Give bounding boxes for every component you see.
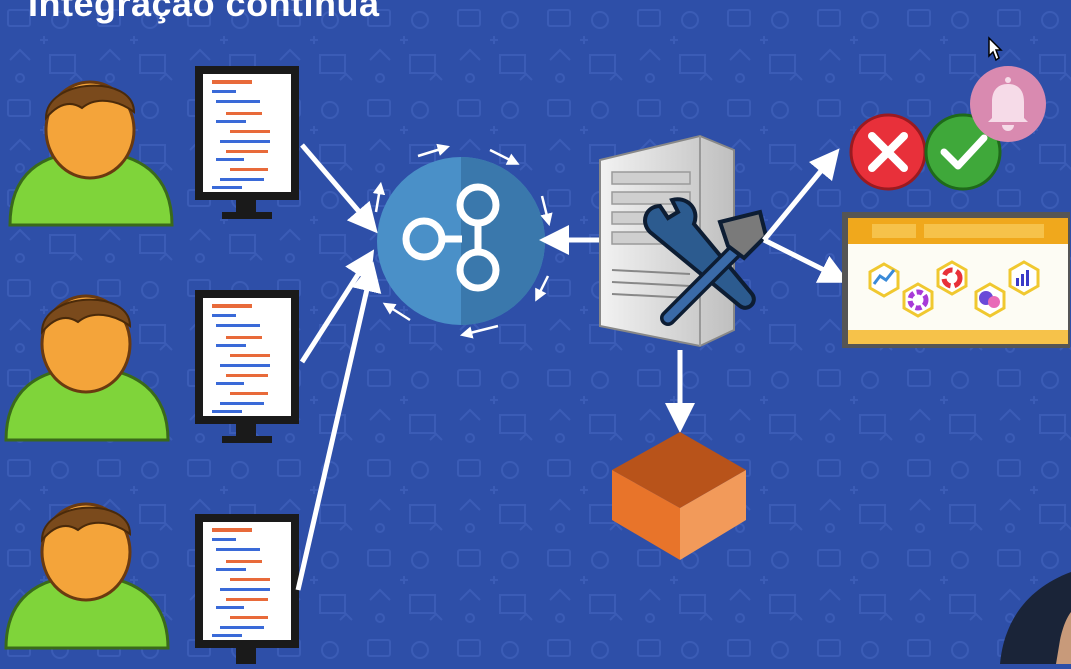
slide-title: Integração contínua — [28, 0, 380, 24]
output-arrows — [665, 148, 850, 433]
person-icon — [4, 502, 170, 650]
developer-3 — [4, 502, 299, 664]
developer-2 — [4, 290, 299, 443]
package-box-icon — [612, 432, 746, 560]
repository — [372, 143, 553, 339]
x-icon — [868, 132, 908, 172]
build-result-success — [924, 113, 1002, 191]
polling-arrows — [372, 143, 553, 339]
dashboard-icon — [842, 212, 1070, 348]
code-monitor-icon — [195, 290, 299, 443]
build-server — [599, 134, 769, 348]
build-result-failure — [849, 113, 927, 191]
code-monitor-icon — [195, 66, 299, 219]
code-monitor-icon — [195, 514, 299, 664]
person-icon — [4, 294, 170, 442]
person-icon — [8, 80, 174, 227]
check-icon — [940, 134, 988, 170]
server-tools-icon — [599, 134, 769, 348]
git-branch-icon — [402, 183, 500, 292]
bell-icon — [988, 77, 1028, 131]
commit-arrows — [295, 143, 382, 591]
mouse-cursor-icon — [988, 36, 1003, 62]
presenter-silhouette — [1000, 572, 1071, 664]
developer-1 — [8, 66, 299, 227]
notification — [970, 66, 1046, 142]
